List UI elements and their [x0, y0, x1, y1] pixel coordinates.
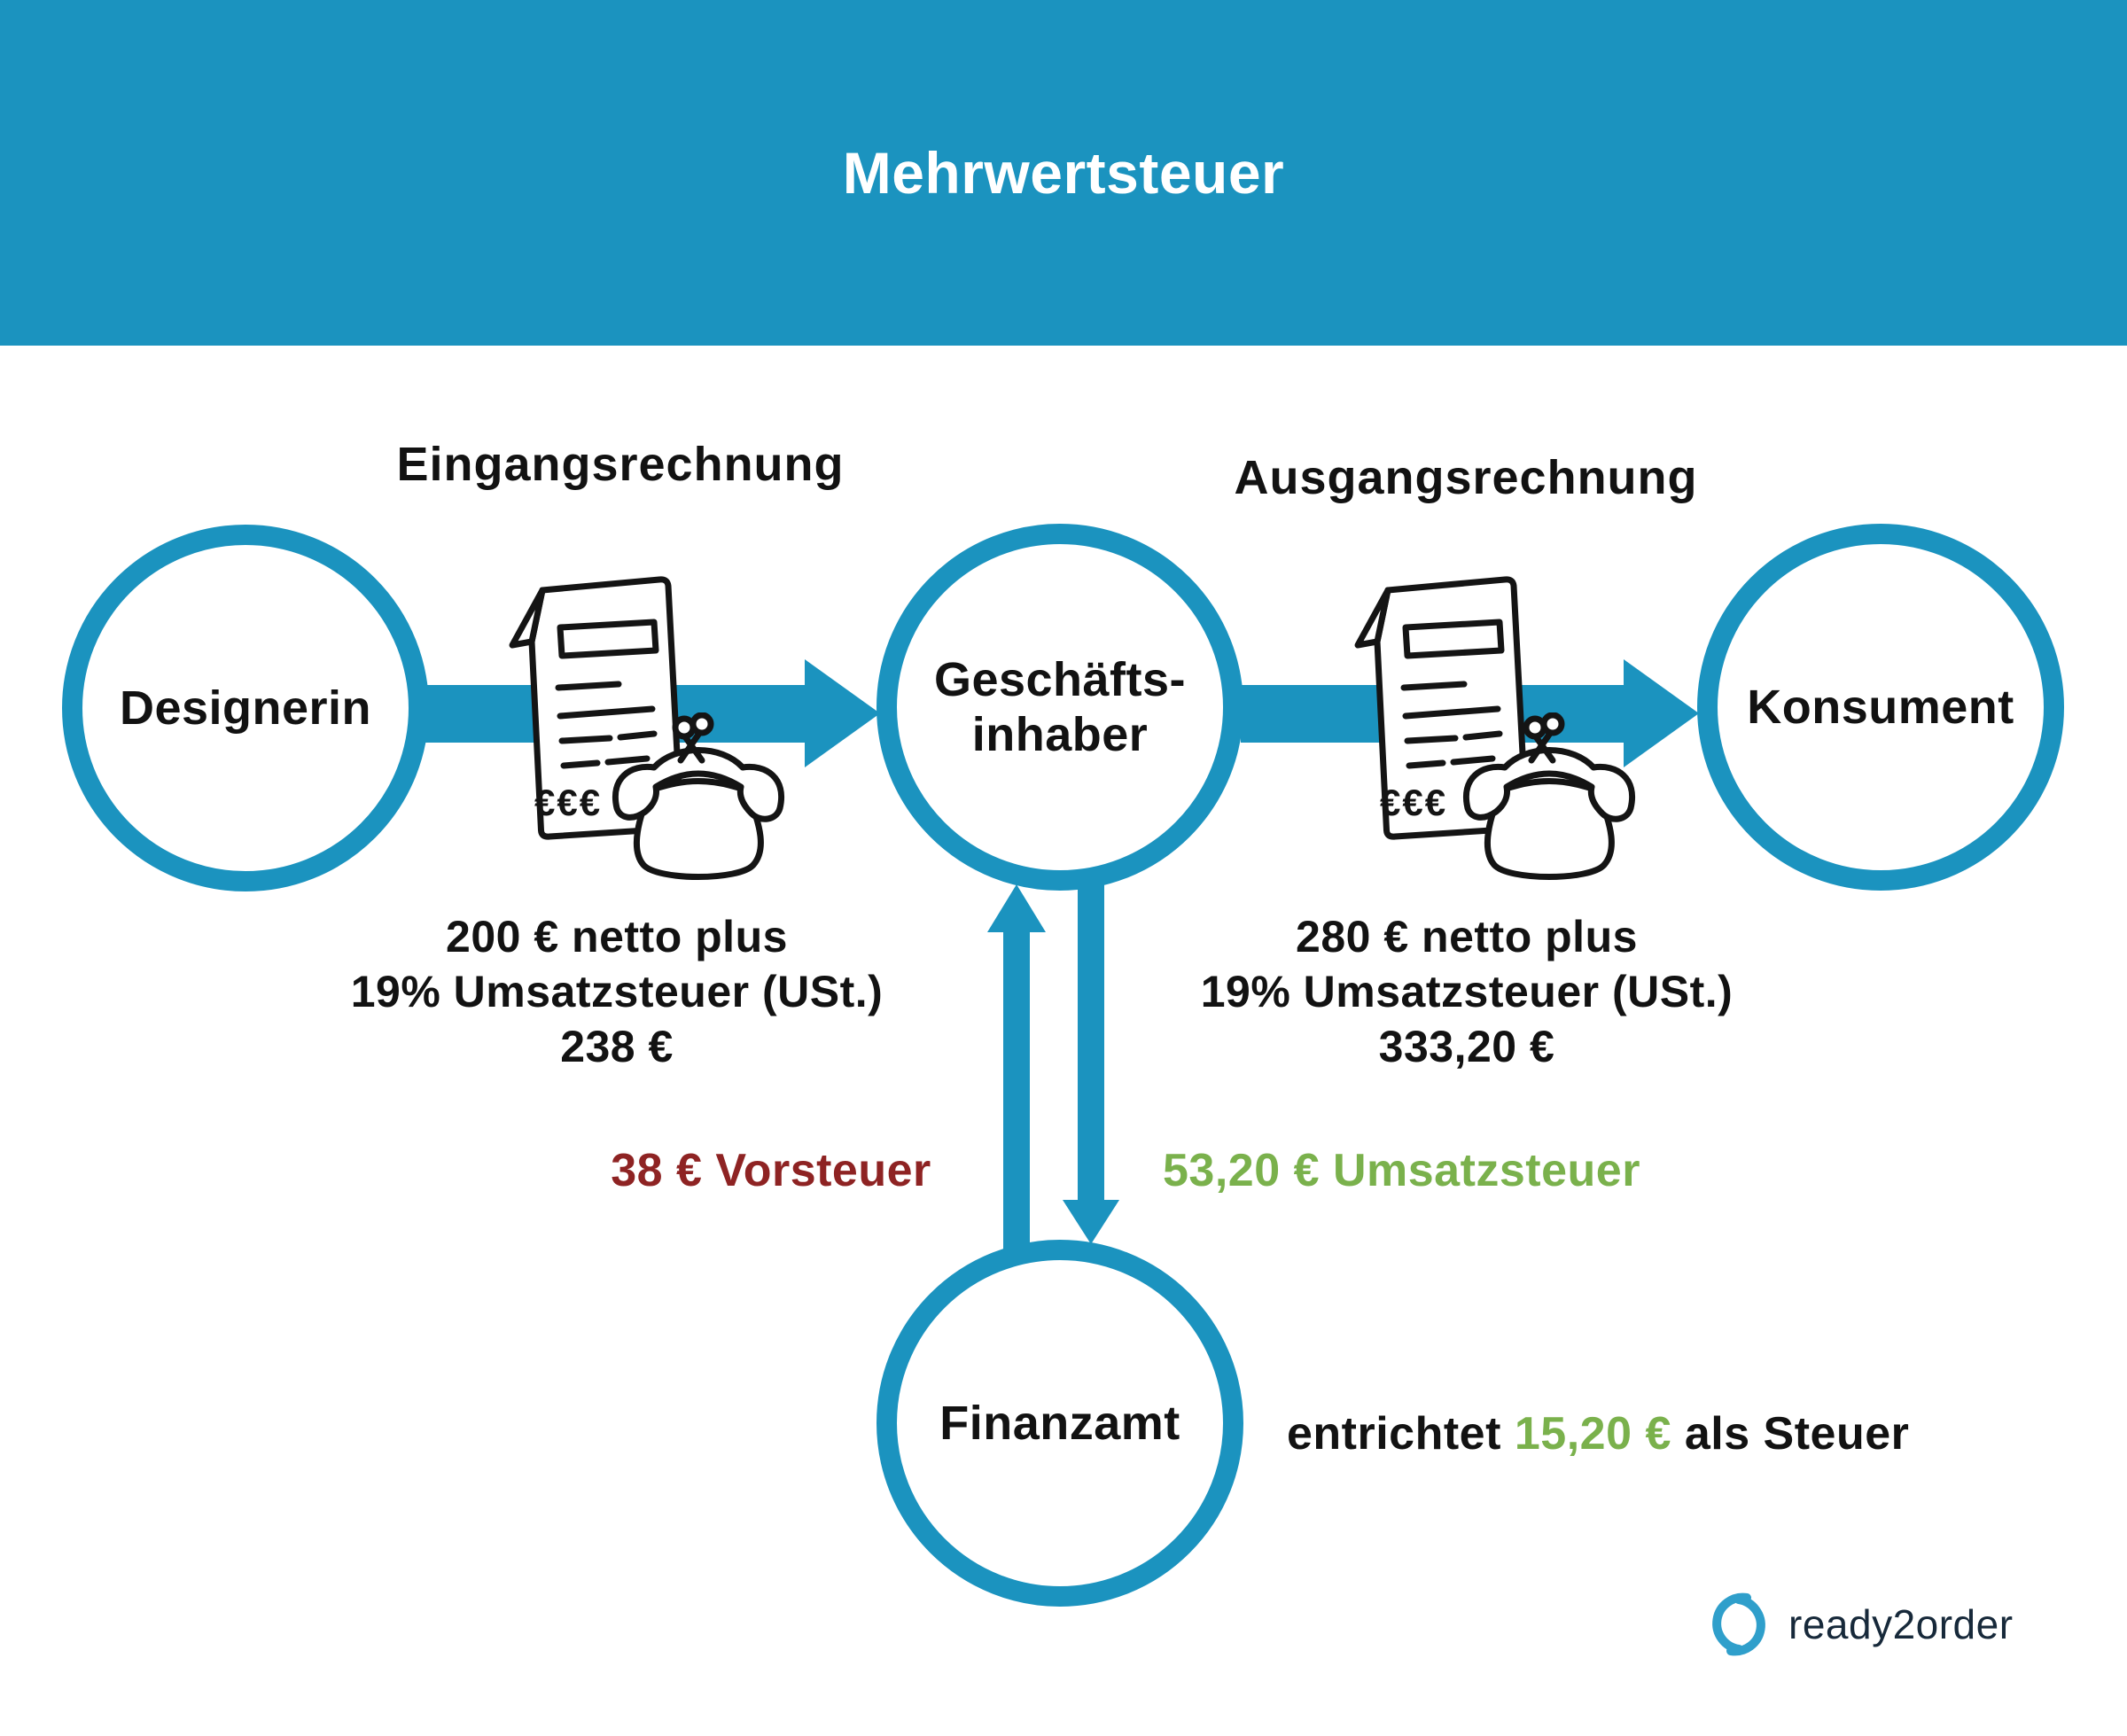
folded-corner-icon [1354, 587, 1391, 649]
purse-icon [612, 712, 784, 880]
ready2order-logo-icon [1712, 1592, 1765, 1656]
vorsteuer-label: 38 € Vorsteuer [611, 1145, 931, 1196]
purse-icon [1463, 712, 1635, 880]
node-geschaeftsinhaber-label-line1: Geschäfts- [933, 653, 1187, 706]
incoming-invoice-label: Eingangsrechnung [396, 438, 845, 491]
folded-corner-icon [509, 587, 546, 649]
node-finanzamt-label: Finanzamt [939, 1397, 1180, 1450]
sale-annotation-line1: 280 € netto plus [1296, 912, 1638, 961]
tax-due-prefix: entrichtet [1287, 1408, 1515, 1460]
invoice-money-text: €€€ [534, 782, 602, 823]
purchase-annotation-line2: 19% Umsatzsteuer (USt.) [350, 967, 884, 1016]
sale-annotation-line3: 333,20 € [1378, 1022, 1555, 1071]
node-konsument-label: Konsument [1747, 681, 2014, 734]
arrow-owner-to-finanzamt-umsatzsteuer [1063, 884, 1119, 1244]
umsatzsteuer-label: 53,20 € Umsatzsteuer [1163, 1145, 1640, 1196]
tax-due-suffix: als Steuer [1671, 1408, 1910, 1460]
node-designerin-label: Designerin [119, 681, 372, 735]
purchase-annotation-line1: 200 € netto plus [446, 912, 788, 961]
purchase-annotation: 200 € netto plus 19% Umsatzsteuer (USt.)… [351, 909, 884, 1074]
tax-due-amount: 15,20 € [1514, 1408, 1671, 1460]
sale-annotation-line2: 19% Umsatzsteuer (USt.) [1200, 967, 1734, 1016]
sale-annotation: 280 € netto plus 19% Umsatzsteuer (USt.)… [1201, 909, 1734, 1074]
node-geschaeftsinhaber-label-line2: inhaber [971, 708, 1149, 761]
brand-logo: ready2order [1703, 1589, 2014, 1660]
header-band: Mehrwertsteuer [0, 0, 2127, 346]
tax-due-line: entrichtet 15,20 € als Steuer [1287, 1407, 1909, 1460]
invoice-money-text: €€€ [1380, 782, 1447, 823]
brand-logo-text: ready2order [1788, 1601, 2014, 1647]
page-title: Mehrwertsteuer [842, 140, 1285, 206]
outgoing-invoice-label: Ausgangsrechnung [1234, 451, 1698, 504]
arrow-finanzamt-to-owner-vorsteuer [987, 884, 1046, 1263]
purchase-annotation-line3: 238 € [560, 1022, 674, 1071]
